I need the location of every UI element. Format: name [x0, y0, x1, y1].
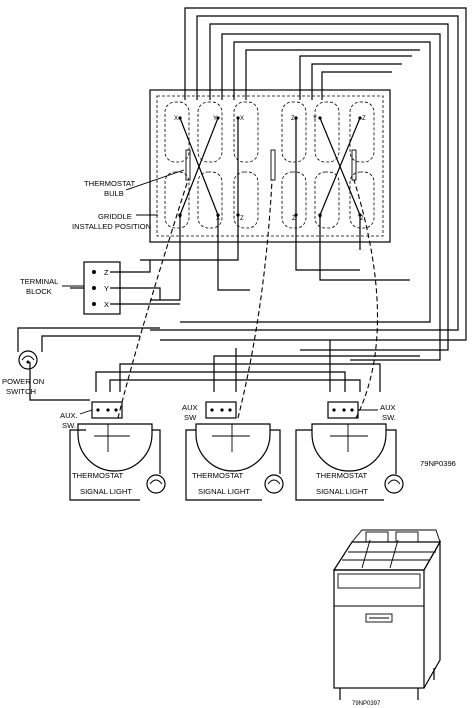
- aux-sw-right-label-1: AUX: [380, 403, 396, 412]
- labels: THERMOSTAT BULB GRIDDLE INSTALLED POSITI…: [2, 169, 456, 496]
- aux-sw-right-label-2: SW.: [382, 413, 396, 422]
- terminal-block-label-2: BLOCK: [26, 287, 52, 296]
- thermostat-label-3: THERMOSTAT: [316, 471, 368, 480]
- griddle-label-1: GRIDDLE: [98, 212, 132, 221]
- thermostat-label-2: THERMOSTAT: [192, 471, 244, 480]
- signal-light-label-2: SIGNAL LIGHT: [198, 487, 250, 496]
- thermostat-bulb-3: [351, 149, 357, 181]
- signal-light-label-3: SIGNAL LIGHT: [316, 487, 368, 496]
- svg-text:Z: Z: [240, 216, 244, 222]
- aux-sw-mid-label-2: SW: [184, 413, 197, 422]
- thermostat-bulb-label-2: BULB: [104, 189, 124, 198]
- terminal-x: X: [104, 300, 109, 309]
- thermostat-assembly-mid: [195, 179, 273, 472]
- svg-text:Y: Y: [313, 116, 317, 122]
- aux-sw-left-label-2: SW.: [62, 421, 76, 430]
- power-on-label-2: SWITCH: [6, 387, 36, 396]
- svg-text:Z: Z: [360, 216, 364, 222]
- terminal-y: Y: [104, 284, 109, 293]
- element-terminal-letters: X Y X Z Y Z Y X Z Z Y Z: [174, 116, 366, 222]
- supply-wires: [17, 327, 160, 401]
- figure-id-main: 79NP0396: [420, 459, 456, 468]
- signal-light-label-1: SIGNAL LIGHT: [80, 487, 132, 496]
- signal-light-2: [264, 474, 284, 494]
- terminal-z: Z: [104, 268, 109, 277]
- griddle-panel: X Y X Z Y Z Y X Z Z Y Z: [140, 89, 410, 301]
- thermostat-label-1: THERMOSTAT: [72, 471, 124, 480]
- power-on-switch: [18, 350, 38, 370]
- svg-text:X: X: [240, 116, 244, 122]
- svg-text:X: X: [174, 116, 178, 122]
- griddle-appliance-illustration: 79NP0397: [332, 529, 442, 707]
- thermostat-bulb-2: [270, 149, 276, 181]
- svg-text:Z: Z: [291, 116, 295, 122]
- signal-light-1: [146, 474, 166, 494]
- aux-sw-left-label-1: AUX.: [60, 411, 78, 420]
- panel-drop-wires: [140, 215, 410, 301]
- terminal-block-label-1: TERMINAL: [20, 277, 58, 286]
- bus-wires: [95, 340, 420, 392]
- element-connection-dots: [178, 116, 362, 217]
- figure-id-small: 79NP0397: [352, 701, 381, 707]
- signal-light-wires: [69, 429, 397, 501]
- terminal-block: Z Y X: [70, 260, 180, 315]
- svg-text:Z: Z: [362, 116, 366, 122]
- crossing-wires: [179, 117, 361, 216]
- power-on-label-1: POWER ON: [2, 377, 44, 386]
- signal-light-3: [384, 474, 404, 494]
- thermostat-assembly-right: [311, 179, 387, 472]
- svg-text:Z: Z: [292, 216, 296, 222]
- svg-text:Y: Y: [213, 116, 217, 122]
- outer-wires: [150, 7, 467, 361]
- thermostat-bulb-label-1: THERMOSTAT: [84, 179, 136, 188]
- griddle-label-2: INSTALLED POSITION: [72, 222, 151, 231]
- aux-sw-mid-label-1: AUX: [182, 403, 198, 412]
- heating-elements: [164, 101, 375, 229]
